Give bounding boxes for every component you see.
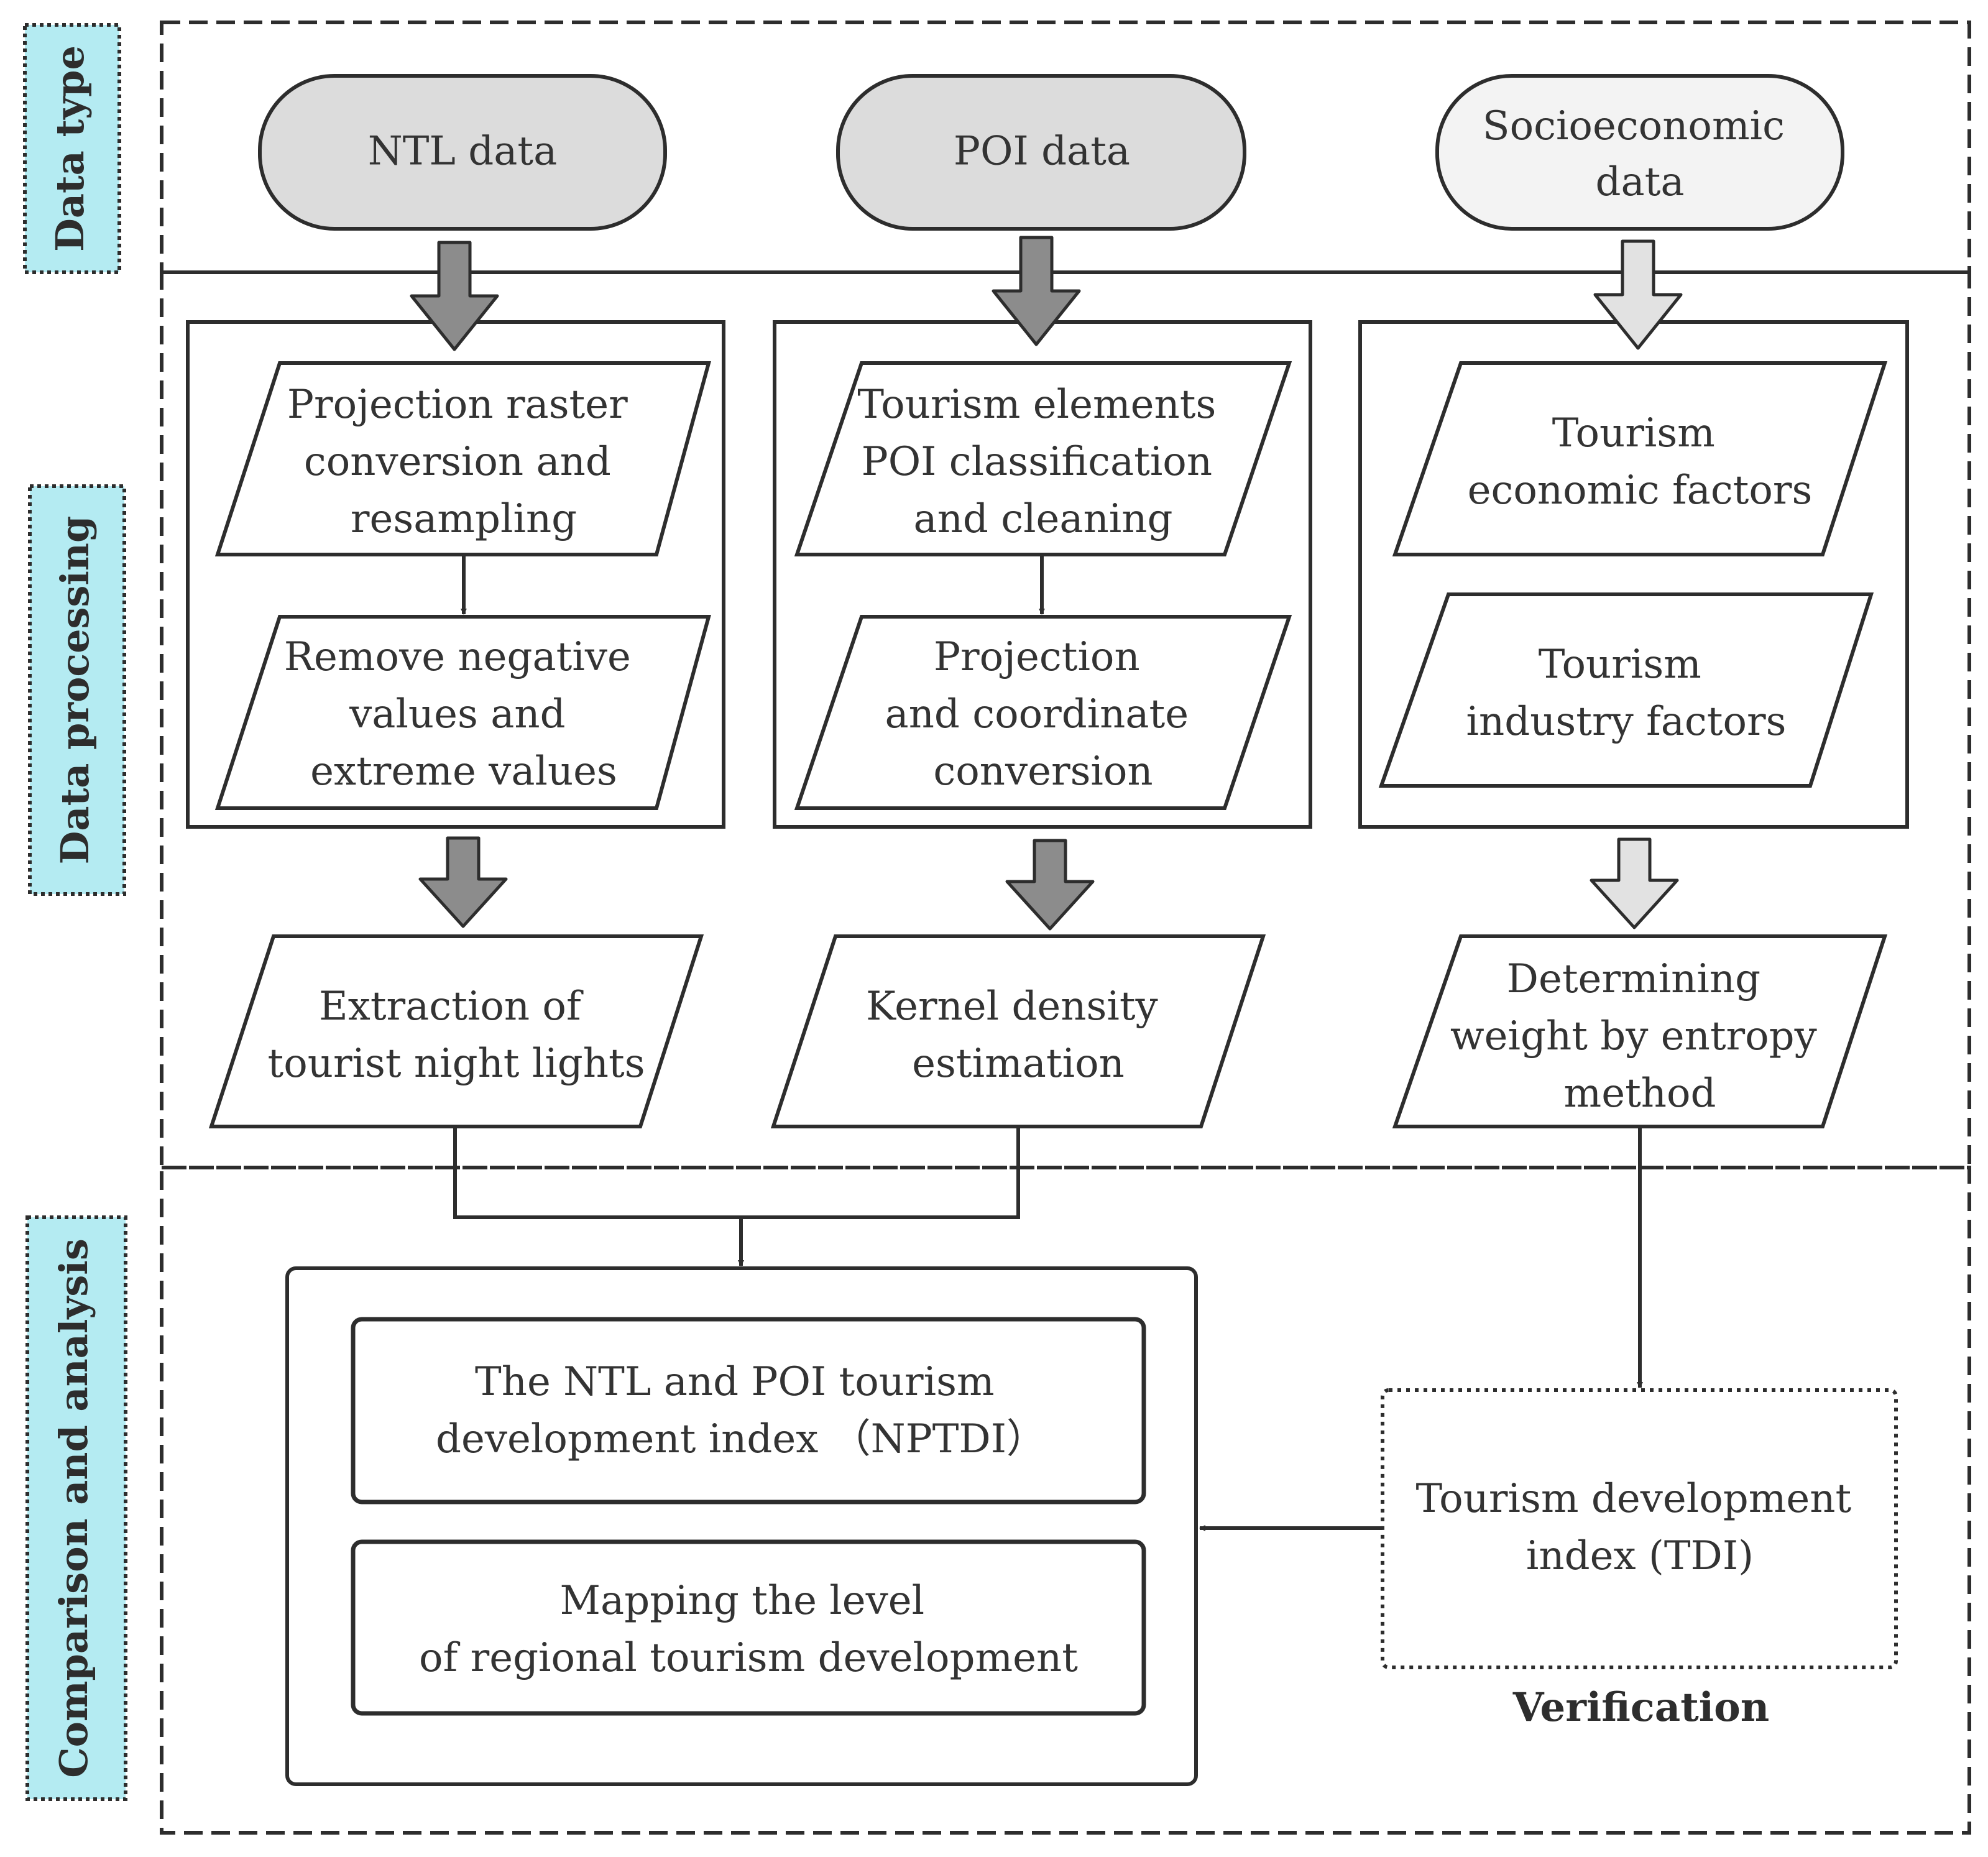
output-ntl-extraction-line1: Extraction of <box>319 984 584 1030</box>
result-mapping-label: Mapping the level of regional tourism de… <box>419 1578 1078 1681</box>
block-arrow-socio-mid <box>1590 837 1679 929</box>
connector-merge-ntl-poi <box>453 1127 1020 1219</box>
source-ntl-label: NTL data <box>368 129 558 175</box>
output-socio-entropy-line1: Determining <box>1507 956 1760 1002</box>
block-arrow-ntl-mid <box>418 836 508 928</box>
output-poi-kde-line1: Kernel density <box>866 984 1158 1030</box>
source-socioeconomic: Socioeconomic data <box>1435 74 1844 231</box>
process-poi-coordinate-label: Projection and coordinate conversion <box>885 634 1202 795</box>
output-ntl-extraction-label: Extraction of tourist night lights <box>267 984 645 1087</box>
process-socio-economic-factors-line1: Tourism <box>1552 410 1715 456</box>
section-label-data-processing-text: Data processing <box>52 516 98 865</box>
source-socioeconomic-line1: Socioeconomic <box>1483 103 1785 149</box>
block-arrow-poi-top <box>992 236 1081 346</box>
block-arrow-socio-top <box>1593 239 1683 350</box>
process-ntl-remove-values-line3: extreme values <box>310 749 617 795</box>
output-ntl-extraction: Extraction of tourist night lights <box>208 934 704 1128</box>
process-poi-coordinate-line3: conversion <box>933 749 1153 795</box>
process-socio-industry-factors-line1: Tourism <box>1539 642 1701 688</box>
tdi-box: Tourism development index (TDI) <box>1381 1388 1898 1669</box>
process-ntl-projection-label: Projection raster conversion and resampl… <box>287 382 640 542</box>
result-mapping-line1: Mapping the level <box>560 1578 925 1624</box>
result-nptdi-line2: development index （NPTDI） <box>436 1416 1046 1462</box>
result-nptdi-label: The NTL and POI tourism development inde… <box>436 1359 1046 1462</box>
result-mapping-line2: of regional tourism development <box>419 1635 1078 1681</box>
section-label-data-type: Data type <box>23 23 121 274</box>
section-label-comparison-text: Comparison and analysis <box>51 1238 96 1778</box>
result-nptdi-line1: The NTL and POI tourism <box>475 1359 995 1405</box>
output-socio-entropy-line2: weight by entropy <box>1450 1013 1817 1059</box>
process-poi-classification-line1: Tourism elements <box>857 382 1216 428</box>
process-ntl-projection-line2: conversion and <box>304 439 611 485</box>
process-socio-economic-factors-line2: economic factors <box>1468 468 1813 514</box>
process-ntl-remove-values-label: Remove negative values and extreme value… <box>284 634 643 795</box>
process-ntl-remove-values-line1: Remove negative <box>284 634 631 680</box>
tdi-box-line2: index (TDI) <box>1526 1533 1754 1579</box>
output-socio-entropy-label: Determining weight by entropy method <box>1450 956 1829 1117</box>
process-socio-economic-factors-label: Tourism economic factors <box>1468 410 1813 514</box>
process-poi-classification-line3: and cleaning <box>914 496 1173 542</box>
section-label-data-processing: Data processing <box>28 484 126 896</box>
output-socio-entropy-line3: method <box>1564 1071 1716 1117</box>
process-ntl-remove-values: Remove negative values and extreme value… <box>214 615 711 810</box>
process-ntl-projection: Projection raster conversion and resampl… <box>214 361 711 556</box>
section-label-data-type-text: Data type <box>47 45 93 252</box>
output-poi-kde-label: Kernel density estimation <box>866 984 1171 1087</box>
section-frame-comparison <box>160 1166 1971 1835</box>
block-arrow-poi-mid <box>1005 839 1095 931</box>
output-socio-entropy: Determining weight by entropy method <box>1392 934 1888 1128</box>
source-ntl: NTL data <box>258 74 667 231</box>
source-socioeconomic-label: Socioeconomic data <box>1483 103 1798 205</box>
process-poi-classification-line2: POI classification <box>862 439 1212 485</box>
block-arrow-ntl-top <box>410 241 499 351</box>
source-poi: POI data <box>836 74 1246 231</box>
process-socio-economic-factors: Tourism economic factors <box>1392 361 1888 556</box>
section-label-comparison: Comparison and analysis <box>25 1215 127 1801</box>
verification-label: Verification <box>1512 1684 1770 1731</box>
tdi-box-line1: Tourism development <box>1415 1476 1851 1522</box>
output-poi-kde: Kernel density estimation <box>770 934 1266 1128</box>
source-poi-label: POI data <box>954 129 1130 175</box>
process-poi-coordinate-line1: Projection <box>934 634 1140 680</box>
process-socio-industry-factors-label: Tourism industry factors <box>1466 642 1787 745</box>
result-nptdi: The NTL and POI tourism development inde… <box>351 1317 1146 1504</box>
process-ntl-projection-line1: Projection raster <box>287 382 628 428</box>
section-frame-data-processing <box>160 270 1971 1169</box>
process-poi-classification: Tourism elements POI classification and … <box>794 361 1292 556</box>
result-mapping: Mapping the level of regional tourism de… <box>351 1539 1146 1716</box>
process-socio-industry-factors-line2: industry factors <box>1466 699 1787 745</box>
process-ntl-remove-values-line2: values and <box>349 691 565 737</box>
process-poi-classification-label: Tourism elements POI classification and … <box>857 382 1228 542</box>
process-poi-coordinate-line2: and coordinate <box>885 691 1189 737</box>
process-ntl-projection-line3: resampling <box>351 496 577 542</box>
process-socio-industry-factors: Tourism industry factors <box>1378 592 1874 788</box>
tdi-box-label: Tourism development index (TDI) <box>1415 1476 1864 1579</box>
output-ntl-extraction-line2: tourist night lights <box>267 1041 645 1087</box>
output-poi-kde-line2: estimation <box>912 1041 1125 1087</box>
process-poi-coordinate: Projection and coordinate conversion <box>794 615 1292 810</box>
source-socioeconomic-line2: data <box>1596 159 1685 205</box>
